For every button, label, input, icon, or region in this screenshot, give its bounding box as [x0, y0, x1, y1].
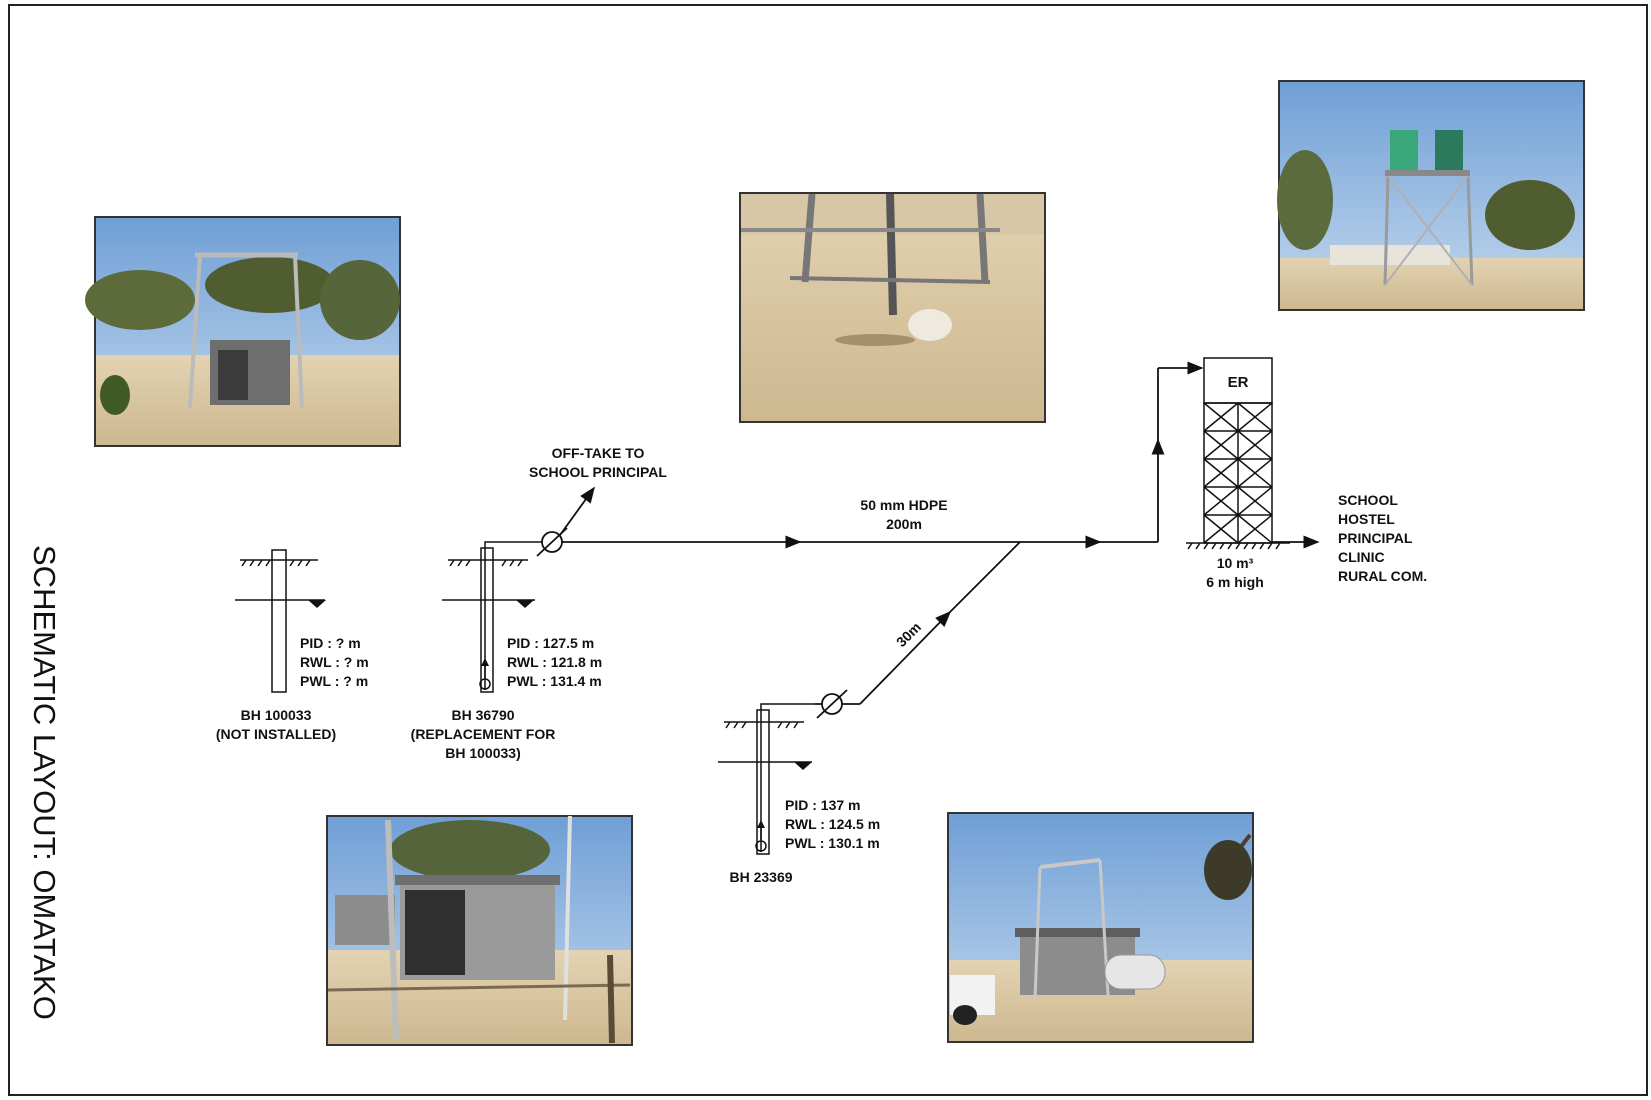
reservoir-height: 6 m high	[1206, 574, 1264, 590]
borehole-bh100033	[235, 549, 326, 693]
bh36790-id: BH 36790	[451, 707, 514, 723]
pipe-length-label: 200m	[886, 516, 922, 532]
bh23369-rwl: RWL : 124.5 m	[785, 816, 880, 832]
consumer-rural-com: RURAL COM.	[1338, 568, 1427, 584]
bh23369-pwl: PWL : 130.1 m	[785, 835, 880, 851]
consumer-school: SCHOOL	[1338, 492, 1398, 508]
meter-valve-branch	[816, 689, 848, 719]
consumer-hostel: HOSTEL	[1338, 511, 1395, 527]
branch-length-label: 30m	[893, 619, 924, 650]
photo-elevated-reservoir	[1277, 80, 1585, 311]
borehole-bh23369	[718, 703, 815, 855]
reservoir-label: ER	[1228, 374, 1249, 391]
bh100033-pid: PID : ? m	[300, 635, 361, 651]
consumer-principal: PRINCIPAL	[1338, 530, 1413, 546]
photo-bh36790-site	[326, 815, 633, 1046]
elevated-reservoir	[1186, 357, 1290, 550]
bh36790-pid: PID : 127.5 m	[507, 635, 594, 651]
bh36790-note: (REPLACEMENT FOR	[411, 726, 556, 742]
pipe-spec-label: 50 mm HDPE	[860, 497, 947, 513]
bh100033-pwl: PWL : ? m	[300, 673, 368, 689]
bh23369-id: BH 23369	[729, 869, 792, 885]
drawing-frame	[8, 4, 1648, 1096]
bh36790-rwl: RWL : 121.8 m	[507, 654, 602, 670]
bh36790-pwl: PWL : 131.4 m	[507, 673, 602, 689]
consumer-clinic: CLINIC	[1338, 549, 1385, 565]
meter-valve-main	[536, 527, 568, 557]
bh100033-rwl: RWL : ? m	[300, 654, 369, 670]
page-title: SCHEMATIC LAYOUT: OMATAKO	[27, 545, 62, 1020]
offtake-label-line2: SCHOOL PRINCIPAL	[529, 464, 667, 480]
photo-bh100033-site	[85, 216, 401, 447]
borehole-bh36790	[442, 541, 545, 693]
bh23369-pid: PID : 137 m	[785, 797, 860, 813]
bh36790-note2: BH 100033)	[445, 745, 521, 761]
offtake-label-line1: OFF-TAKE TO	[552, 445, 645, 461]
reservoir-capacity: 10 m³	[1217, 555, 1254, 571]
photo-bh23369-site	[947, 812, 1254, 1043]
main-pipeline	[545, 361, 1320, 705]
photo-tower-base	[739, 192, 1046, 423]
bh100033-note: (NOT INSTALLED)	[216, 726, 336, 742]
bh100033-id: BH 100033	[241, 707, 312, 723]
